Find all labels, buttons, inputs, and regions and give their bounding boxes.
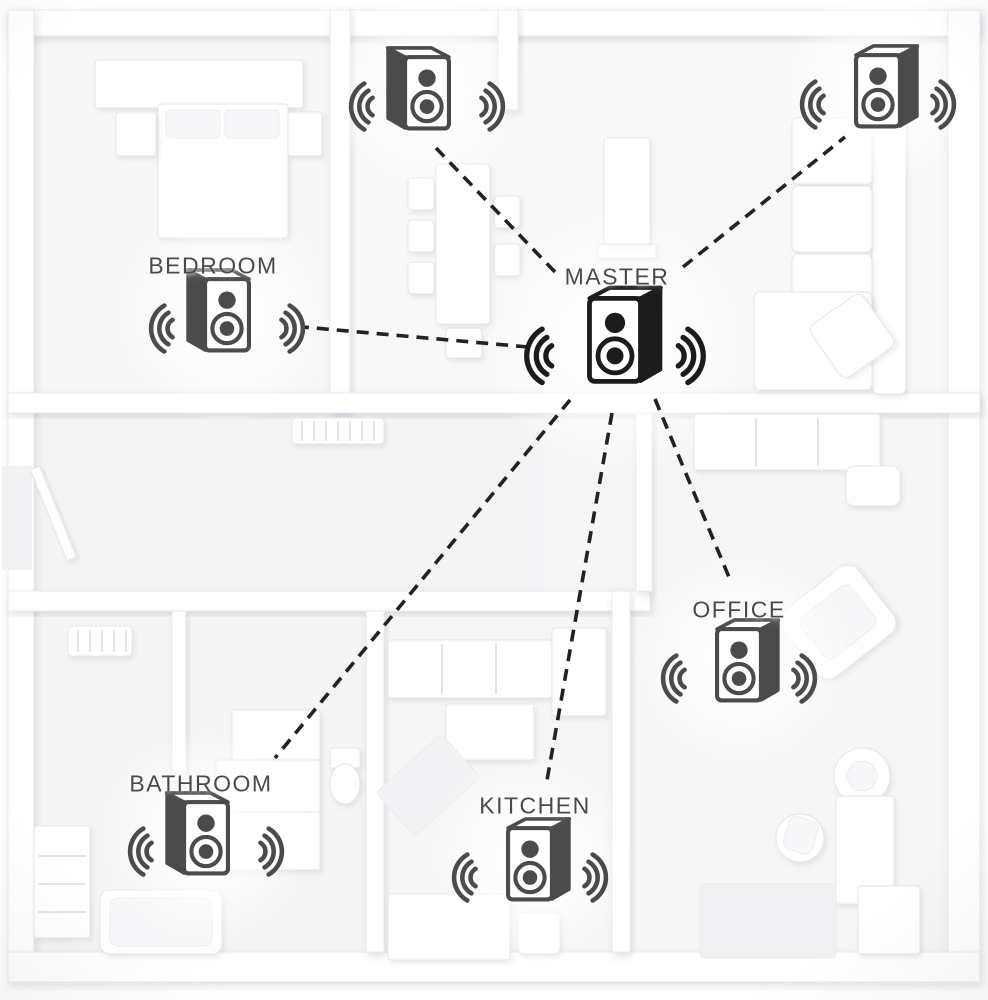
speaker-icon-top-right (799, 44, 957, 130)
speaker-icon-office (660, 618, 818, 704)
speaker-body-icon (164, 791, 231, 876)
connection-line-master-to-bedroom (302, 325, 529, 349)
room-label-bedroom: BEDROOM (148, 252, 278, 279)
speaker-body-icon (505, 817, 572, 902)
sound-waves-icon (348, 81, 506, 132)
connection-line-master-to-kitchen (544, 412, 614, 787)
connection-line-master-to-office (653, 398, 733, 583)
room-label-office: OFFICE (692, 596, 786, 623)
sound-waves-icon (127, 826, 285, 877)
room-label-kitchen: KITCHEN (479, 792, 591, 819)
sound-waves-icon (524, 326, 706, 386)
speaker-body-icon (853, 44, 920, 129)
sound-waves-icon (148, 303, 306, 354)
room-label-master: MASTER (564, 263, 670, 290)
speaker-icon-master (524, 285, 706, 386)
sound-waves-icon (451, 852, 609, 903)
connection-line-master-to-top-right (681, 135, 847, 269)
speaker-body-icon (714, 618, 781, 703)
speaker-icon-bathroom (127, 791, 285, 877)
speaker-body-icon (587, 285, 663, 384)
speaker-body-icon (385, 46, 452, 131)
speaker-body-icon (185, 268, 252, 353)
sound-waves-icon (799, 79, 957, 130)
speaker-icon-kitchen (451, 817, 609, 903)
speaker-icon-top-left (348, 46, 506, 132)
room-label-bathroom: BATHROOM (129, 770, 273, 797)
connection-line-master-to-bathroom (273, 398, 572, 760)
connection-line-master-to-top-left (434, 146, 557, 274)
speaker-icon-bedroom (148, 268, 306, 354)
sound-waves-icon (660, 653, 818, 704)
